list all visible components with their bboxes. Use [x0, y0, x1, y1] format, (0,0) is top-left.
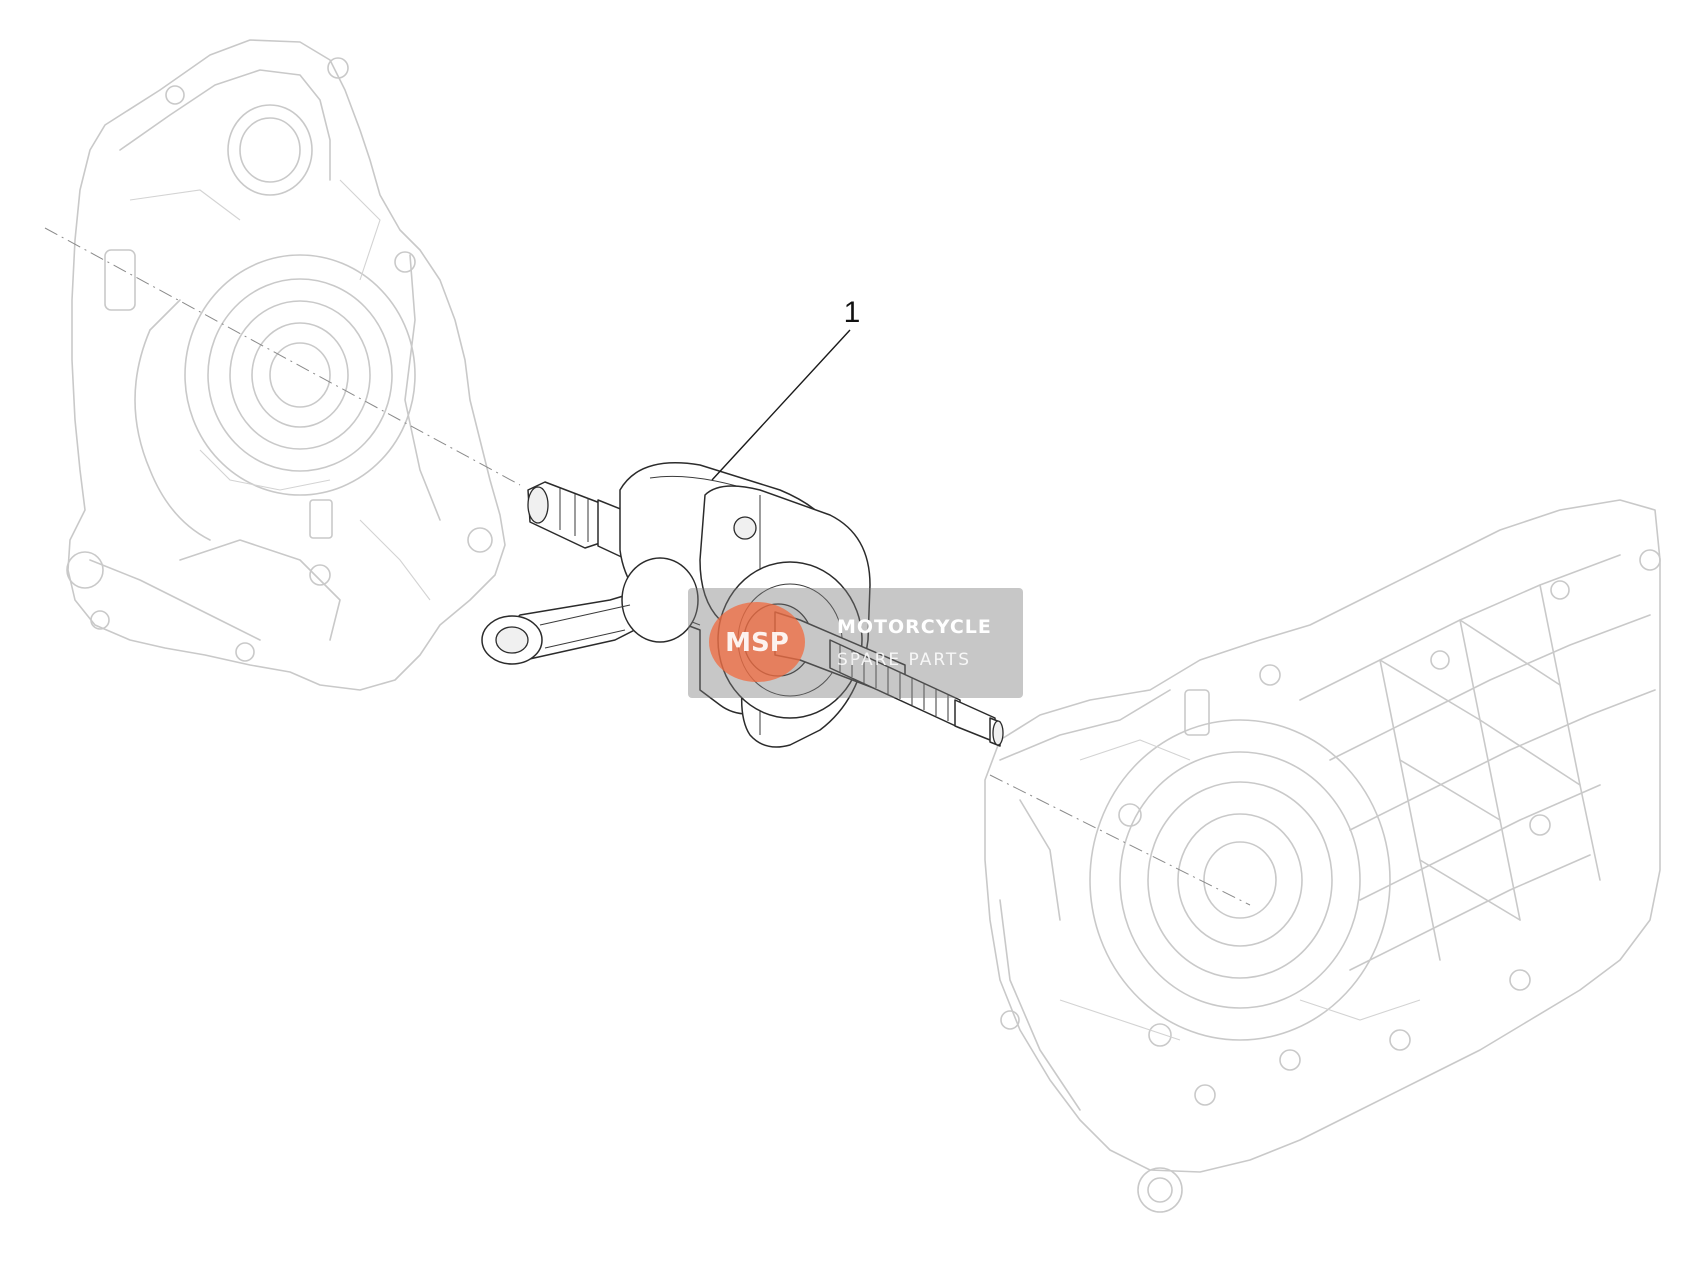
assembly-axis-line-right	[989, 774, 1251, 906]
crankcase-left-drawing	[66, 39, 506, 691]
callout-label-1: 1	[844, 296, 861, 329]
watermark-logo: MSP	[709, 602, 805, 682]
assembly-axis-line	[44, 227, 521, 486]
watermark-line-2: SPARE PARTS	[837, 650, 971, 670]
svg-text:MSP: MSP	[725, 628, 789, 658]
callout-leader-1	[711, 329, 851, 481]
watermark: MSP MOTORCYCLE SPARE PARTS	[688, 588, 1023, 698]
crankcase-right-drawing	[984, 499, 1661, 1213]
watermark-line-1: MOTORCYCLE	[837, 616, 992, 638]
